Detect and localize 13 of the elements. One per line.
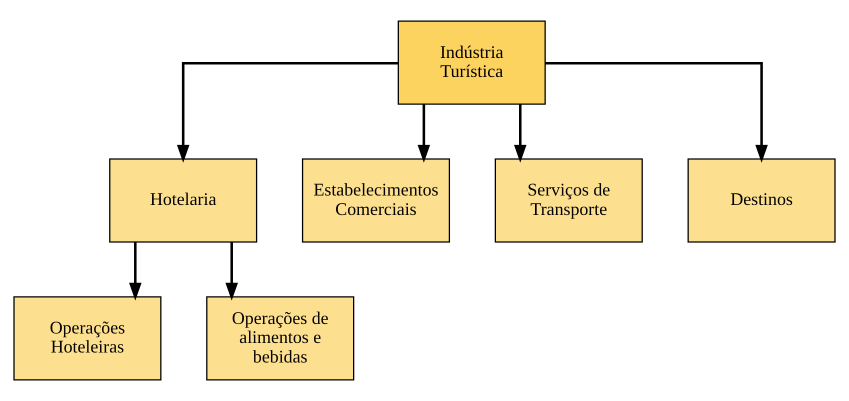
node-box: Destinos [688,158,836,243]
node-box: Operações Hoteleiras [13,296,162,381]
node-box: Estabelecimentos Comerciais [302,158,450,243]
arrow [545,62,768,163]
arrow [514,104,527,163]
arrow [225,242,238,301]
arrow [129,242,142,301]
node-box: Serviços de Transporte [494,158,643,243]
node-box: Operações de alimentos e bebidas [206,296,354,381]
arrow [176,62,398,163]
node-box: Hotelaria [109,158,258,243]
node-box: Indústria Turística [398,20,546,105]
arrow [418,104,430,163]
